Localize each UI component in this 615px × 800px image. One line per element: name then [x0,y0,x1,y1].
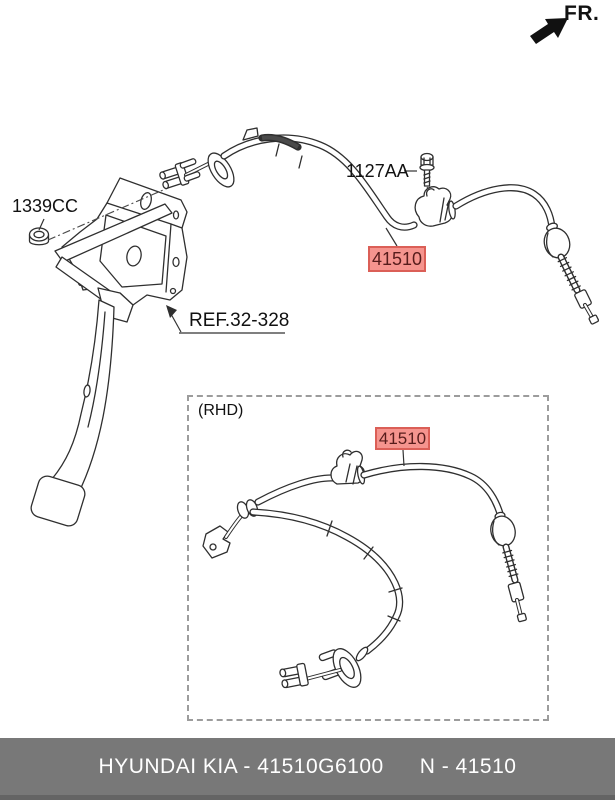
ref-arrowhead-icon [166,305,177,318]
fr-direction-label: FR. [564,2,600,25]
clutch-cable-drawing-lhd [220,127,600,325]
part-number-callout-rhd[interactable]: 41510 [375,427,430,450]
rhd-variant-panel: (RHD) [187,395,549,721]
cable-clevis-lhd [159,152,235,190]
rhd-label: (RHD) [198,402,244,419]
pedal-bracket-drawing [30,177,188,527]
footer-part-ref: N - 41510 [419,754,517,778]
nut-icon [28,227,50,246]
nut-centerline [47,186,171,241]
part-number-callout-main[interactable]: 41510 [368,246,426,272]
leader-lines [38,170,417,467]
footer-catalog-code: HYUNDAI KIA - 41510G6100 [98,754,384,778]
footer-bar: HYUNDAI KIA - 41510G6100 N - 41510 [0,738,615,800]
callout-nut-1339CC: 1339CC [12,196,79,216]
pedal-pad-drawing [30,475,86,527]
fr-direction-arrow-icon [530,18,568,44]
callout-bolt-1127AA: 1127AA [346,161,409,181]
bolt-icon [419,152,435,187]
callout-ref-32-328: REF.32-328 [189,310,290,331]
clutch-cable-drawing-rhd [202,449,527,689]
